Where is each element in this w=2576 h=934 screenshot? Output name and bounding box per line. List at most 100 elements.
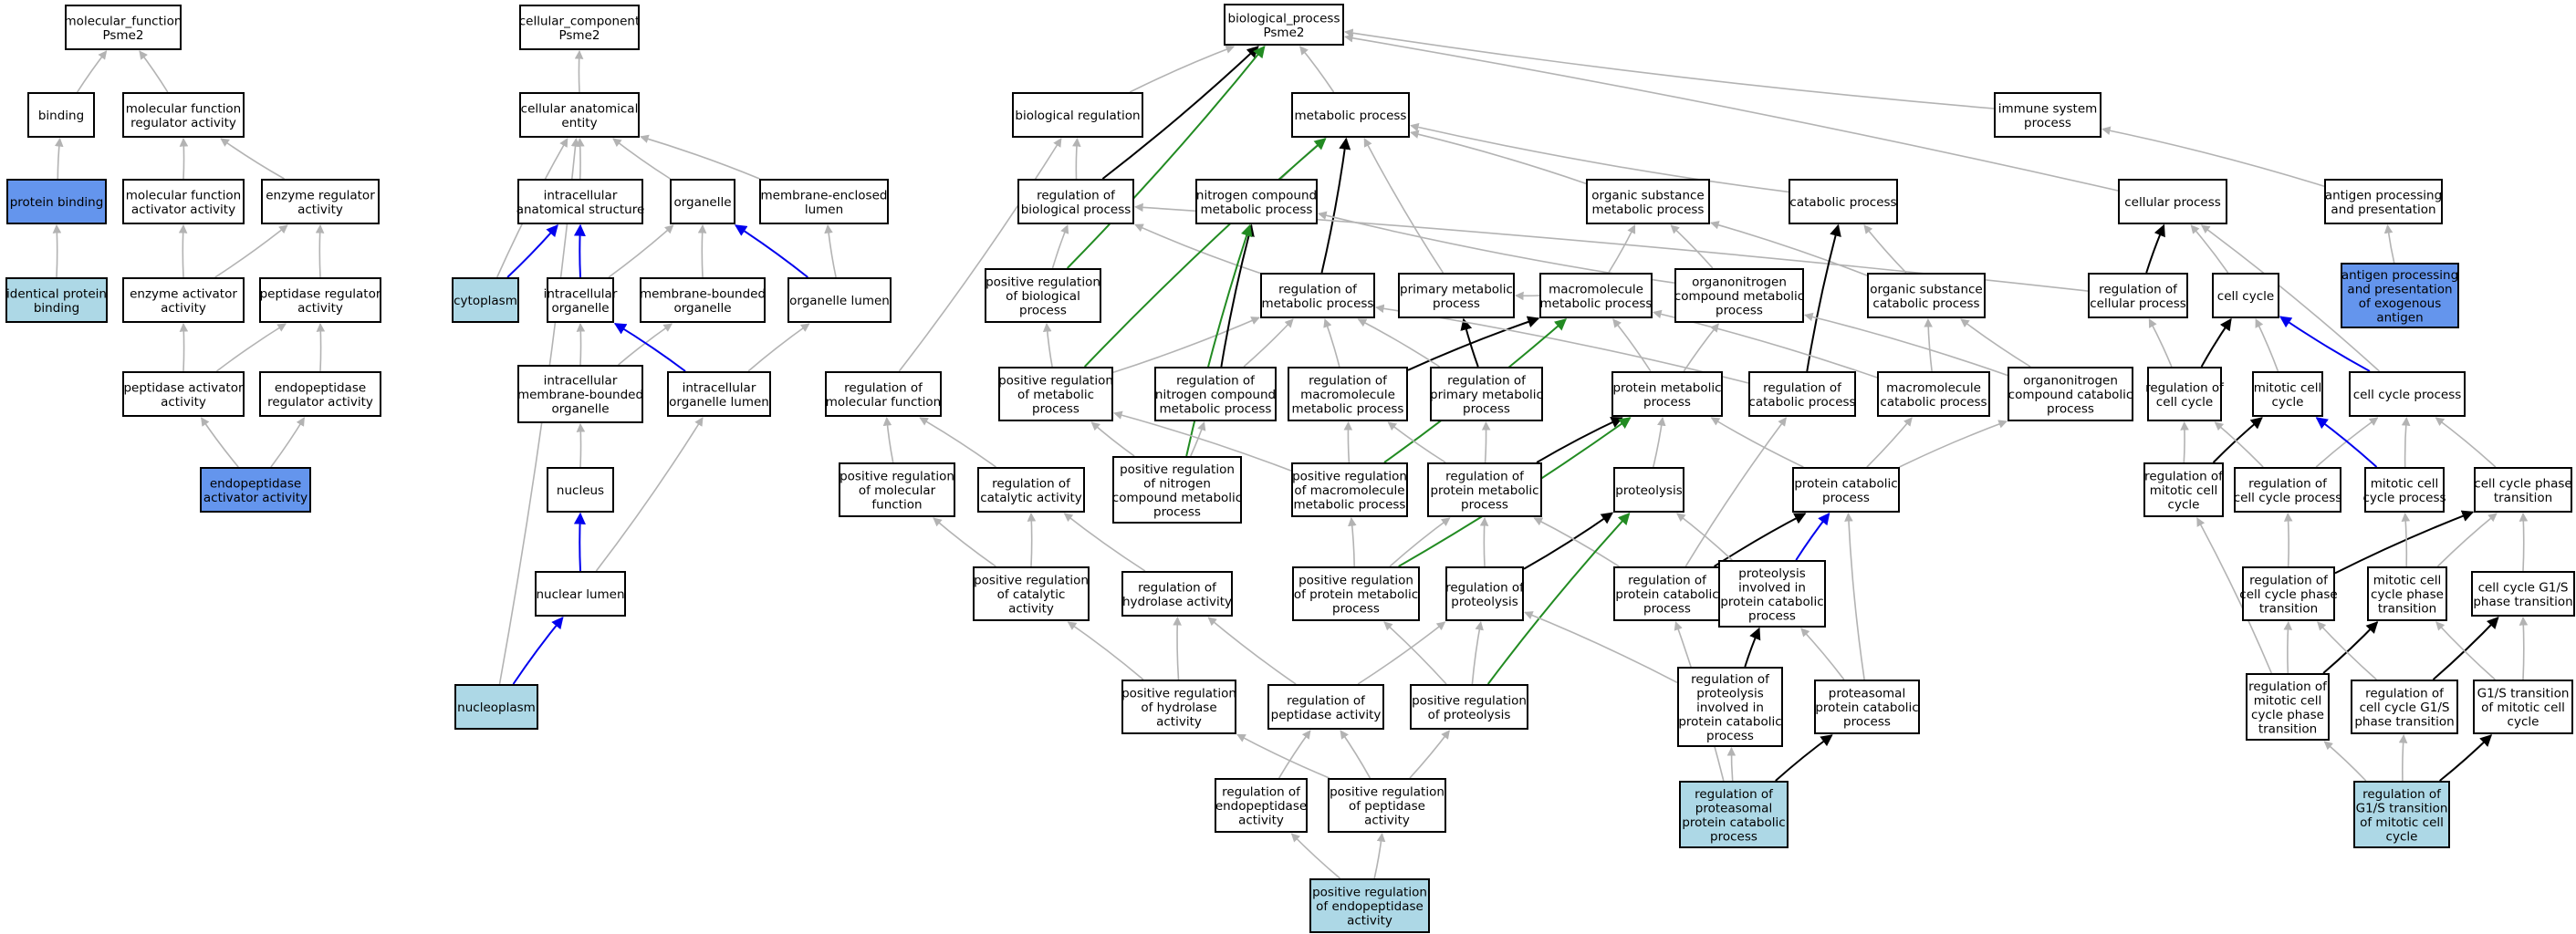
node-nucleus[interactable]: nucleus: [547, 467, 614, 513]
edge-is-a-posregmet-regmetp: [1112, 317, 1260, 374]
node-nucleoplasm[interactable]: nucleoplasm: [454, 684, 538, 730]
node-metproc[interactable]: metabolic process: [1291, 92, 1410, 138]
edge-regulates-regproteasomal-proteasomal: [1775, 734, 1833, 782]
node-label-line: metabolic process: [1295, 109, 1407, 123]
node-catab[interactable]: catabolic process: [1789, 179, 1898, 224]
node-label-line: catabolic process: [1789, 195, 1896, 210]
node-ccproc[interactable]: cell cycle process: [2349, 371, 2466, 417]
node-cellcycle[interactable]: cell cycle: [2212, 273, 2279, 318]
node-binding[interactable]: binding: [27, 92, 95, 138]
node-label-line: binding: [34, 301, 79, 316]
node-cytoplasm[interactable]: cytoplasm: [452, 277, 519, 323]
node-biolreg[interactable]: biological regulation: [1012, 92, 1143, 138]
node-protbind[interactable]: protein binding: [6, 179, 107, 224]
node-nuclumen[interactable]: nuclear lumen: [535, 571, 626, 617]
node-label-line: process: [1433, 296, 1480, 311]
node-label-line: enzyme activator: [130, 286, 237, 301]
node-organelle[interactable]: organelle: [670, 179, 735, 224]
node-proteolysis[interactable]: proteolysis: [1613, 467, 1684, 513]
node-label-line: peptidase regulator: [260, 286, 381, 301]
node-label-line: binding: [38, 109, 84, 123]
node-cellproc[interactable]: cellular process: [2118, 179, 2227, 224]
node-orglumen[interactable]: organelle lumen: [787, 277, 892, 323]
node-label-line: mitotic cell: [2150, 483, 2217, 498]
